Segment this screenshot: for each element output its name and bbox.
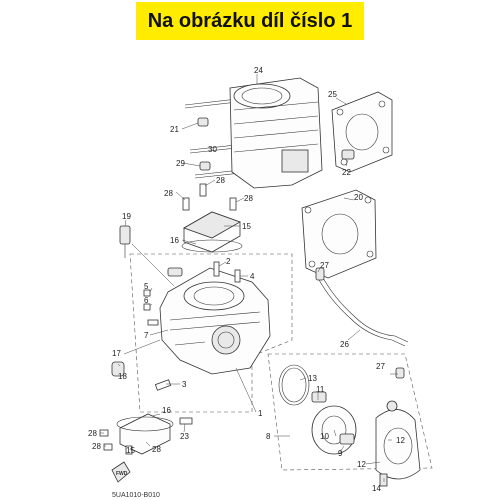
callout-24: 24 [254,66,263,75]
o-ring [278,364,310,406]
callout-16-b: 16 [162,406,171,415]
callout-14: 14 [372,484,381,493]
assembly-outline-head [129,253,293,413]
callout-28-e: 28 [92,442,101,451]
callout-17: 17 [112,349,121,358]
drain-plug [111,361,125,377]
cylinder-block [229,77,323,189]
callout-8: 8 [266,432,271,441]
side-cover [311,367,421,487]
callout-7: 7 [144,331,149,340]
head-bolts [143,261,241,425]
callout-12-b: 12 [357,460,366,469]
bottom-cover [99,413,174,455]
callout-15-a: 15 [242,222,251,231]
callout-10: 10 [320,432,329,441]
callout-5: 5 [144,282,149,291]
head-gasket [301,189,377,279]
forward-arrow-icon: FWD [111,461,131,483]
callout-20: 20 [354,193,363,202]
callout-4: 4 [250,272,255,281]
cylinder-head [159,267,271,375]
callout-21: 21 [170,125,179,134]
callout-11: 11 [316,385,325,394]
banner-title: Na obrázku díl číslo 1 [147,9,353,32]
diagram-code: 5UA1010-B010 [112,492,160,499]
fwd-text: FWD [116,471,128,477]
callout-1: 1 [258,409,263,418]
assembly-outline-cover [267,353,433,471]
callout-27-a: 27 [320,261,329,270]
cylinder-gasket [331,91,393,173]
callout-labels: 24 25 21 30 29 22 20 28 28 28 19 15 16 2… [88,66,405,493]
title-banner: Na obrázku díl číslo 1 [136,2,364,40]
breather-hose [315,267,409,347]
callout-26: 26 [340,340,349,349]
callout-25: 25 [328,90,337,99]
callout-19: 19 [122,212,131,221]
callout-28-d: 28 [88,429,97,438]
callout-16-a: 16 [170,236,179,245]
callout-27-b: 27 [376,362,385,371]
callout-30: 30 [208,145,217,154]
callout-15-b: 15 [126,446,135,455]
callout-2: 2 [226,257,231,266]
callout-28-b: 28 [164,189,173,198]
callout-3: 3 [182,380,187,389]
callout-18: 18 [118,372,127,381]
top-cover [181,183,243,253]
callout-9: 9 [338,449,343,458]
leader-lines [100,74,398,482]
callout-22: 22 [342,168,351,177]
callout-28-f: 28 [152,445,161,454]
callout-12: 12 [396,436,405,445]
temperature-sensor [119,225,131,258]
callout-28-c: 28 [244,194,253,203]
callout-13: 13 [308,374,317,383]
callout-23: 23 [180,432,189,441]
callout-29: 29 [176,159,185,168]
callout-28-a: 28 [216,176,225,185]
callout-6: 6 [144,296,149,305]
